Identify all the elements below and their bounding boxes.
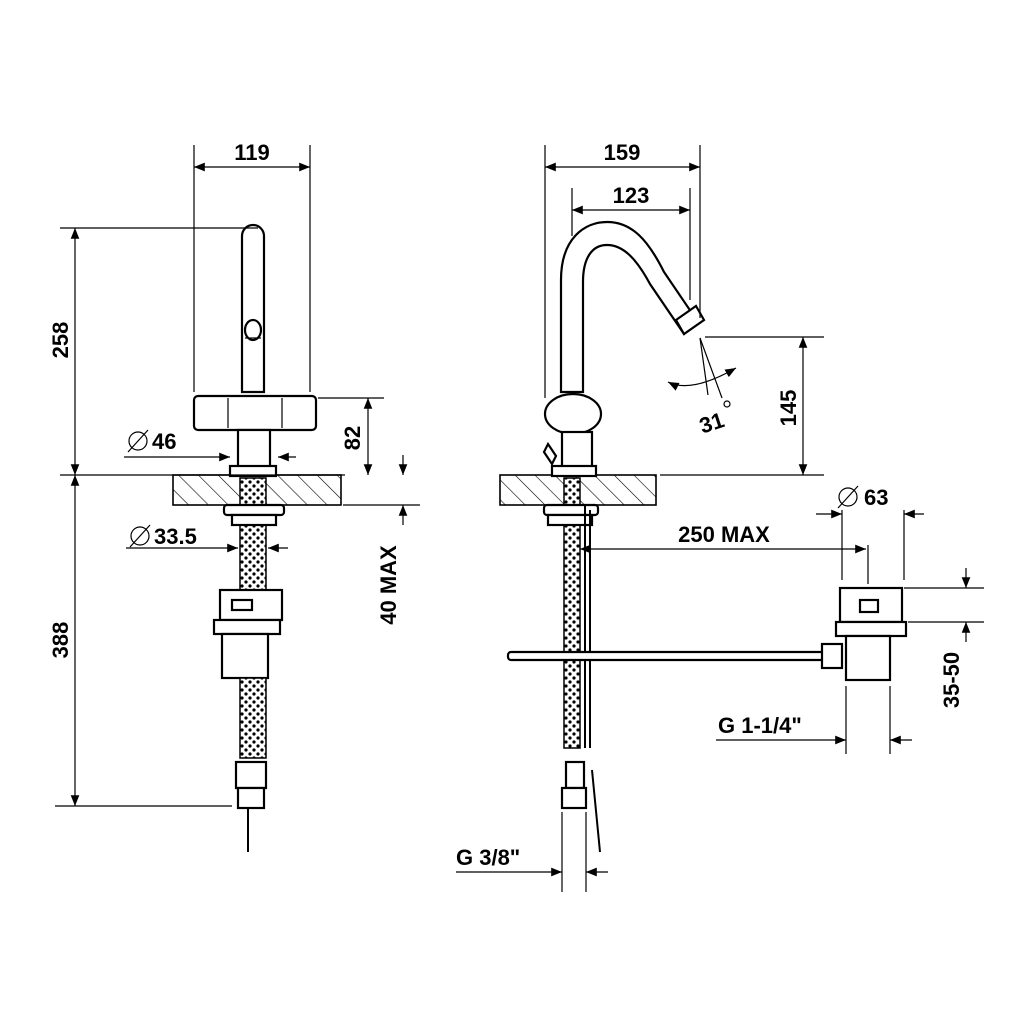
side-dimensions: 159 123 145 31 63 250 MAX 35-5 <box>456 140 984 892</box>
side-shank <box>563 477 581 749</box>
dim-handle-height: 82 <box>340 426 365 450</box>
dim-swivel-angle: 31 <box>696 407 727 438</box>
side-spout <box>559 220 700 394</box>
dim-spout-reach: 123 <box>613 183 650 208</box>
dim-below-deck: 388 <box>48 622 73 659</box>
front-dimensions: 119 258 82 46 33.5 40 MAX 388 <box>48 140 420 807</box>
dim-shank-diameter: 33.5 <box>154 524 197 549</box>
front-aerator <box>243 318 263 342</box>
dim-waste-thread: G 1-1/4" <box>718 713 802 738</box>
dim-base-diameter: 46 <box>152 429 176 454</box>
side-handle <box>543 392 603 436</box>
dim-waste-height: 35-50 <box>939 652 964 708</box>
front-view <box>172 223 342 852</box>
dim-height-total: 258 <box>48 322 73 359</box>
front-spout <box>240 223 266 394</box>
dim-hose-thread: G 3/8" <box>456 845 520 870</box>
front-base <box>236 428 272 470</box>
front-waste-body <box>218 588 284 622</box>
dim-deck-thickness: 40 MAX <box>376 545 401 625</box>
dim-width-total: 159 <box>604 140 641 165</box>
side-view <box>499 220 908 853</box>
dim-width-top: 119 <box>234 140 270 165</box>
dim-pop-up-diameter: 63 <box>864 485 888 510</box>
dim-outlet-height: 145 <box>776 390 801 427</box>
side-linkage-rod <box>506 650 830 662</box>
front-shank <box>239 477 267 599</box>
dim-rod-length: 250 MAX <box>678 522 770 547</box>
front-handle-body <box>192 394 318 432</box>
front-hose-lower <box>239 677 267 759</box>
